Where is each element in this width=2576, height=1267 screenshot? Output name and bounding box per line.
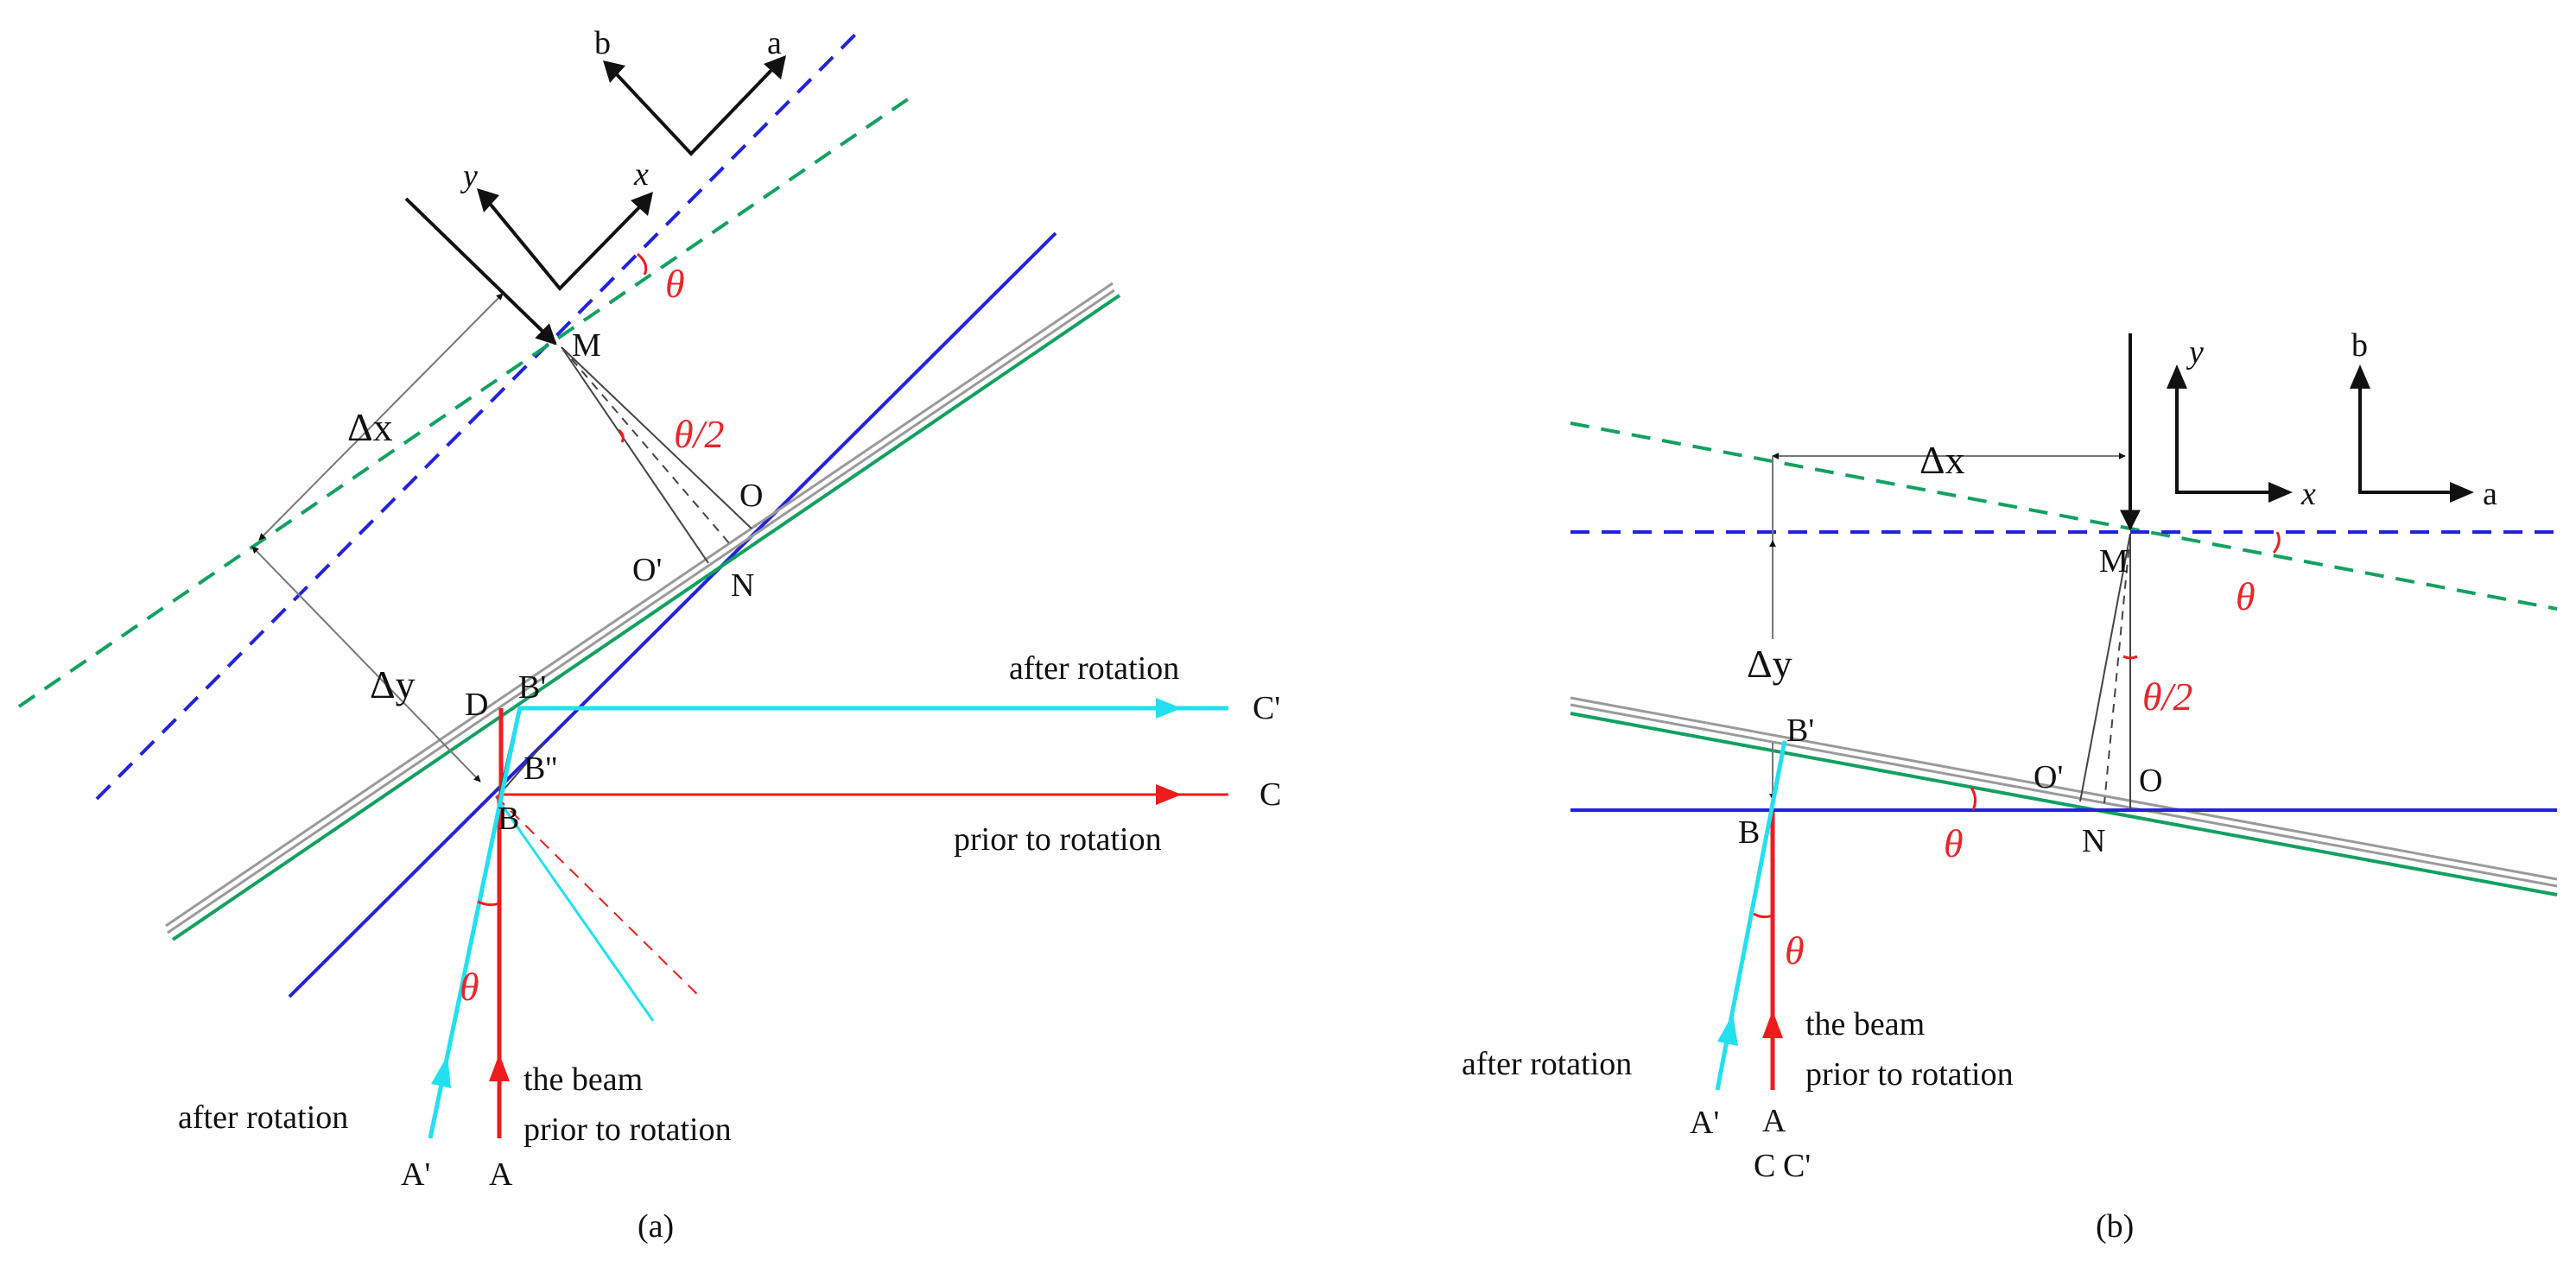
cyan-thin-extension [494, 795, 655, 1022]
gray-line-inner [1570, 703, 2558, 888]
the-beam-label: the beam [523, 1061, 643, 1098]
prior-to-rotation-bottom: prior to rotation [523, 1112, 732, 1148]
cyan-incident-arrowhead [1717, 1014, 1738, 1046]
point-D: D [465, 687, 488, 723]
theta-arc-top [2272, 531, 2281, 554]
dy-label: Δy [1747, 642, 1792, 686]
beam-label-y: y [460, 158, 478, 194]
point-C: C [1259, 776, 1281, 813]
m-to-o-prime [2079, 533, 2131, 802]
beam-label-x: x [2300, 476, 2316, 512]
prior-to-rotation-right: prior to rotation [954, 821, 1162, 858]
blue-solid-line [288, 231, 1057, 998]
panel-b: y x b a θ θ/2 θ θ Δx Δy M O O' N B' B A'… [1462, 327, 2558, 1245]
theta-label-top: θ [665, 262, 685, 306]
dx-label: Δx [347, 405, 393, 449]
frame-a-arrowhead [764, 55, 786, 79]
m-to-n-dashed [2103, 533, 2131, 804]
beam-label-x: x [633, 156, 649, 193]
b-dprime-to-b [498, 742, 545, 795]
cyan-incident-arrowhead [431, 1055, 451, 1088]
theta-arc-top [636, 252, 648, 276]
point-N: N [2082, 823, 2105, 859]
theta-label-mid: θ [1944, 821, 1964, 865]
frame-a-arrowhead [2450, 482, 2474, 503]
red-dashed-extension [495, 795, 699, 996]
beam-axes-xy [2175, 373, 2282, 494]
point-N: N [731, 567, 754, 604]
point-B-prime: B' [1786, 713, 1814, 749]
beam-x-arrowhead [631, 192, 653, 216]
point-A: A [1762, 1103, 1786, 1139]
point-B-prime: B' [518, 669, 546, 706]
theta-arc-mid [1970, 787, 1977, 811]
incoming-beam-arrow [404, 197, 557, 345]
point-A-prime: A' [401, 1156, 430, 1193]
point-O: O [739, 478, 763, 514]
dx-dimension-arrow [258, 293, 504, 541]
point-C: C [1754, 1148, 1775, 1184]
after-rotation-top: after rotation [1009, 650, 1179, 687]
caption-b: (b) [2096, 1208, 2134, 1245]
point-O: O [2139, 763, 2162, 799]
prior-to-rotation-label: prior to rotation [1805, 1056, 2014, 1093]
frame-label-a: a [2483, 476, 2497, 512]
theta-half-arc [2122, 655, 2138, 660]
beam-label-y: y [2186, 334, 2204, 371]
point-B: B [1738, 814, 1760, 851]
beam-y-arrowhead [2167, 364, 2187, 389]
cyan-output-arrowhead [1156, 698, 1182, 719]
caption-a: (a) [638, 1208, 674, 1245]
frame-label-b: b [594, 25, 611, 61]
after-rotation-bottom: after rotation [178, 1099, 348, 1136]
point-O-prime: O' [632, 552, 662, 588]
beam-axes-xy [485, 199, 644, 291]
gray-line-outer [165, 282, 1114, 928]
dy-label: Δy [370, 662, 416, 706]
gray-line-inner [167, 288, 1115, 934]
after-rotation-label: after rotation [1462, 1046, 1632, 1082]
frame-axes-ab [612, 64, 777, 156]
theta-half-label: θ/2 [674, 412, 724, 456]
point-O-prime: O' [2034, 759, 2063, 795]
point-A: A [489, 1156, 513, 1193]
theta-arc-beam [477, 900, 500, 907]
green-solid-line [171, 294, 1121, 941]
red-output-arrowhead [1156, 784, 1182, 805]
theta-label-beam: θ [460, 965, 479, 1009]
m-to-o-prime [561, 346, 709, 564]
m-to-n-dashed [561, 346, 731, 545]
panel-a: b a y x θ θ/2 θ Δx Δy M O O' N D B' B'' … [17, 25, 1281, 1245]
point-C-prime: C' [1783, 1148, 1811, 1184]
beam-x-arrowhead [2268, 482, 2293, 503]
frame-b-arrowhead [603, 60, 625, 83]
green-solid-line [1570, 712, 2558, 896]
blue-dashed-line [95, 33, 857, 801]
theta-half-arc [618, 428, 625, 443]
point-A-prime: A' [1690, 1105, 1719, 1141]
gray-line-outer [1570, 696, 2558, 881]
frame-axes-ab [2358, 373, 2464, 494]
red-incident-arrowhead [1762, 1010, 1783, 1038]
green-dashed-line [1570, 421, 2558, 611]
m-to-o [561, 346, 752, 529]
the-beam-label: the beam [1805, 1006, 1925, 1042]
point-B: B [498, 801, 519, 837]
red-incident-arrowhead [489, 1054, 510, 1081]
dx-label: Δx [1919, 438, 1965, 482]
theta-arc-beam [1753, 912, 1773, 919]
point-M: M [2099, 543, 2129, 580]
point-C-prime: C' [1253, 690, 1280, 726]
point-B-dprime: B'' [523, 751, 557, 787]
frame-label-a: a [767, 25, 782, 61]
point-M: M [572, 327, 601, 364]
beam-y-arrowhead [477, 188, 499, 212]
dy-dimension-arrow [251, 546, 481, 782]
theta-label-top: θ [2236, 574, 2256, 618]
frame-b-arrowhead [2350, 364, 2370, 389]
frame-label-b: b [2351, 327, 2368, 364]
theta-half-label: θ/2 [2142, 675, 2192, 719]
theta-label-beam: θ [1785, 928, 1805, 972]
